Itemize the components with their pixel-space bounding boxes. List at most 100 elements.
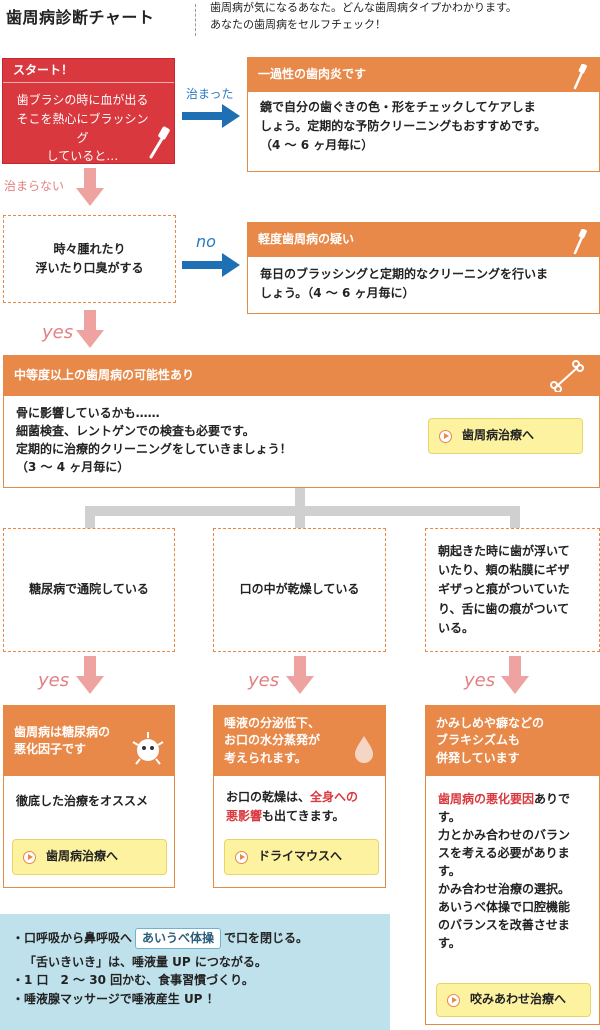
result1-line: （4 〜 6 ヶ月毎に） xyxy=(260,138,374,153)
play-icon xyxy=(439,429,452,443)
play-icon xyxy=(447,993,460,1007)
outcome-bruxism: かみしめや癖などの ブラキシズムも 併発しています 歯周病の悪化要因ありで す。… xyxy=(425,705,600,1025)
page-title: 歯周病診断チャート xyxy=(6,8,155,27)
branch-b-text: 口の中が乾燥している xyxy=(239,582,360,597)
outcome-c-line: のバランスを改善させま xyxy=(438,918,570,932)
outcome-b-title-line: 考えられます。 xyxy=(224,750,307,765)
result-mild-periodontitis: 軽度歯周病の疑い 毎日のブラッシングと定期的なクリーニングを行いま しょう。（4… xyxy=(247,222,600,314)
tip-text: で口を閉じる。 xyxy=(224,931,309,945)
header-divider xyxy=(195,4,196,36)
result3-title: 中等度以上の歯周病の可能性あり xyxy=(14,368,195,383)
start-line: していると… xyxy=(46,149,119,164)
outcome-a-title-line: 悪化因子です xyxy=(14,742,87,756)
arrow-cured xyxy=(182,104,240,128)
arrow-not-cured xyxy=(76,168,104,206)
label-not-cured: 治まらない xyxy=(4,179,65,193)
tip-line: ・唾液腺マッサージで唾液産生 UP ！ xyxy=(12,991,219,1006)
start-body: 歯ブラシの時に血が出る そこを熱心にブラッシング していると… xyxy=(3,83,174,165)
arrow-no xyxy=(182,253,240,277)
tip-text: ・口呼吸から鼻呼吸へ xyxy=(12,931,133,945)
occlusion-treatment-button[interactable]: 咬みあわせ治療へ xyxy=(436,983,591,1017)
label-yes-a: yes xyxy=(38,670,70,691)
result2-title: 軽度歯周病の疑い xyxy=(258,232,355,247)
arrow-yes-a xyxy=(76,656,104,694)
outcome-c-line: 力とかみ合わせのバラン xyxy=(438,828,571,842)
bone-icon xyxy=(550,360,584,392)
intro-line-2: あなたの歯周病をセルフチェック！ xyxy=(210,17,386,31)
aiube-exercise-chip: あいうべ体操 xyxy=(135,928,222,949)
start-box: スタート！ 歯ブラシの時に血が出る そこを熱心にブラッシング していると… xyxy=(2,58,175,164)
germ-icon xyxy=(132,732,164,765)
periodontal-treatment-button-2[interactable]: 歯周病治療へ xyxy=(12,839,167,875)
button-label: ドライマウスへ xyxy=(258,849,343,864)
branch-tree xyxy=(85,488,520,528)
start-heading: スタート！ xyxy=(3,59,174,84)
outcome-b-title-line: 唾液の分泌低下、 xyxy=(224,715,321,730)
branch-c-line: いる。 xyxy=(438,620,475,635)
outcome-c-line: あいうべ体操で口腔機能 xyxy=(438,900,571,914)
outcome-b-highlight: 全身への xyxy=(310,790,359,804)
label-yes-1: yes xyxy=(42,322,74,343)
branch-c-line: ギザっと痕がついていた xyxy=(438,582,570,597)
branch-c-line: り、舌に歯の痕がついて xyxy=(438,601,570,616)
result2-line: しょう。（4 〜 6 ヶ月毎に） xyxy=(260,286,415,301)
button-label: 歯周病治療へ xyxy=(46,849,119,864)
label-no: no xyxy=(196,232,216,251)
water-drop-icon xyxy=(355,736,373,763)
outcome-c-title-line: 併発しています xyxy=(436,750,520,765)
result3-line: 細菌検査、レントゲンでの検査も必要です。 xyxy=(16,424,255,438)
result3-line: 骨に影響しているかも…… xyxy=(16,406,160,420)
branch-c-line: いたり、頬の粘膜にギザ xyxy=(438,563,570,578)
result3-body: 骨に影響しているかも…… 細菌検査、レントゲンでの検査も必要です。 定期的に治療… xyxy=(4,396,599,482)
tip-line: ・1 口 2 〜 30 回かむ、食事習慣づくり。 xyxy=(12,973,254,988)
result2-line: 毎日のブラッシングと定期的なクリーニングを行いま xyxy=(260,267,549,281)
outcome-b-body: お口の乾燥は、全身への 悪影響も出てきます。 xyxy=(214,776,385,831)
branch-a-text: 糖尿病で通院している xyxy=(29,582,149,597)
toothbrush-icon xyxy=(149,126,170,159)
arrow-yes-c xyxy=(501,656,529,694)
start-line: 歯ブラシの時に血が出る xyxy=(16,93,149,108)
play-icon xyxy=(235,850,248,864)
intro-line-1: 歯周病が気になるあなた。どんな歯周病タイプかわかります。 xyxy=(210,1,517,14)
outcome-a-title-line: 歯周病は糖尿病の xyxy=(14,724,111,739)
question1-line: 時々腫れたり xyxy=(53,241,126,256)
outcome-c-line: す。 xyxy=(438,810,461,824)
outcome-a-body: 徹底した治療をオススメ xyxy=(16,794,149,808)
result1-body: 鏡で自分の歯ぐきの色・形をチェックしてケアしま しょう。定期的な予防クリーニング… xyxy=(248,92,599,162)
outcome-c-title-line: かみしめや癖などの xyxy=(436,715,545,730)
outcome-b-title-line: お口の水分蒸発が xyxy=(224,733,321,748)
result2-body: 毎日のブラッシングと定期的なクリーニングを行いま しょう。（4 〜 6 ヶ月毎に… xyxy=(248,257,599,309)
outcome-b-text: お口の乾燥は、 xyxy=(226,790,311,804)
result1-line: 鏡で自分の歯ぐきの色・形をチェックしてケアしま xyxy=(260,100,536,114)
outcome-c-line: す。 xyxy=(438,864,461,878)
dry-mouth-button[interactable]: ドライマウスへ xyxy=(224,839,379,875)
outcome-c-line: かみ合わせ治療の選択。 xyxy=(438,882,571,896)
label-yes-c: yes xyxy=(464,670,496,691)
intro-text: 歯周病が気になるあなた。どんな歯周病タイプかわかります。 あなたの歯周病をセルフ… xyxy=(210,0,517,33)
result3-line: （3 〜 4 ヶ月毎に） xyxy=(16,460,130,474)
play-icon xyxy=(23,850,36,864)
outcome-b-highlight: 悪影響 xyxy=(226,808,263,823)
result-moderate-periodontitis: 中等度以上の歯周病の可能性あり 骨に影響しているかも…… 細菌検査、レントゲンで… xyxy=(3,355,600,488)
outcome-dry-mouth: 唾液の分泌低下、 お口の水分蒸発が 考えられます。 お口の乾燥は、全身への 悪影… xyxy=(213,705,386,888)
result1-title: 一過性の歯肉炎です xyxy=(258,67,367,82)
question-bruxism: 朝起きた時に歯が浮いて いたり、頬の粘膜にギザ ギザっと痕がついていた り、舌に… xyxy=(425,528,600,652)
tips-box: ・口呼吸から鼻呼吸へあいうべ体操で口を閉じる。 「舌いきいき」は、唾液量 UP … xyxy=(0,914,390,1030)
periodontal-treatment-button[interactable]: 歯周病治療へ xyxy=(428,418,583,454)
result2-heading: 軽度歯周病の疑い xyxy=(248,223,599,257)
outcome-a-heading: 歯周病は糖尿病の 悪化因子です xyxy=(4,706,174,776)
outcome-b-text: も出てきます。 xyxy=(262,808,345,823)
outcome-diabetes: 歯周病は糖尿病の 悪化因子です 徹底した治療をオススメ 歯周病治療へ xyxy=(3,705,175,888)
outcome-b-heading: 唾液の分泌低下、 お口の水分蒸発が 考えられます。 xyxy=(214,706,385,776)
result-transient-gingivitis: 一過性の歯肉炎です 鏡で自分の歯ぐきの色・形をチェックしてケアしま しょう。定期… xyxy=(247,57,600,172)
label-cured: 治まった xyxy=(186,87,234,101)
question-swelling: 時々腫れたり 浮いたり口臭がする xyxy=(3,215,176,303)
arrow-yes-1 xyxy=(76,310,104,348)
branch-c-line: 朝起きた時に歯が浮いて xyxy=(438,544,570,559)
result3-line: 定期的に治療的クリーニングをしていきましょう！ xyxy=(16,442,292,456)
outcome-c-body: 歯周病の悪化要因ありで す。 力とかみ合わせのバラン スを考える必要がありま す… xyxy=(426,776,599,958)
tip-line: 「舌いきいき」は、唾液量 UP につながる。 xyxy=(24,954,267,969)
label-yes-b: yes xyxy=(248,670,280,691)
question-dry-mouth: 口の中が乾燥している xyxy=(213,528,386,652)
